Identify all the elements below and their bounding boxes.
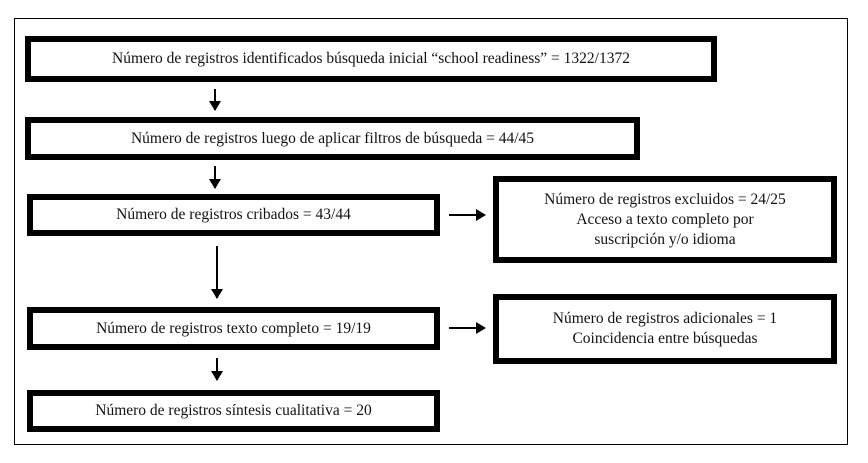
arrow-right-icon (449, 322, 486, 334)
arrow-down-icon (209, 89, 221, 111)
additional-records-count: Número de registros adicionales = 1 (552, 310, 778, 327)
excluded-records-reason-cont: suscripción y/o idioma (594, 230, 736, 248)
excluded-records-box: Número de registros excluidos = 24/25 Ac… (493, 176, 837, 263)
filtered-records-box: Número de registros luego de aplicar fil… (25, 117, 640, 160)
full-text-records-box: Número de registros texto completo = 19/… (27, 307, 440, 350)
arrow-down-icon (209, 166, 221, 189)
arrow-right-icon (449, 209, 486, 221)
full-text-records-text: Número de registros texto completo = 19/… (96, 319, 371, 337)
synthesis-records-box: Número de registros síntesis cualitativa… (27, 390, 440, 432)
excluded-records-reason: Acceso a texto completo por (576, 210, 754, 228)
additional-records-box: Número de registros adicionales = 1 Coin… (493, 294, 837, 364)
filtered-records-text: Número de registros luego de aplicar fil… (130, 129, 535, 147)
additional-records-reason: Coincidencia entre búsquedas (572, 330, 758, 347)
identified-records-text: Número de registros identificados búsque… (112, 50, 630, 67)
excluded-records-count: Número de registros excluidos = 24/25 (544, 190, 786, 208)
screened-records-box: Número de registros cribados = 43/44 (27, 194, 440, 236)
identified-records-box: Número de registros identificados búsque… (25, 36, 717, 82)
arrow-down-icon (211, 358, 223, 381)
synthesis-records-text: Número de registros síntesis cualitativa… (95, 402, 372, 419)
screened-records-text: Número de registros cribados = 43/44 (116, 206, 351, 223)
diagram-frame (14, 18, 848, 445)
arrow-down-icon (211, 246, 223, 299)
